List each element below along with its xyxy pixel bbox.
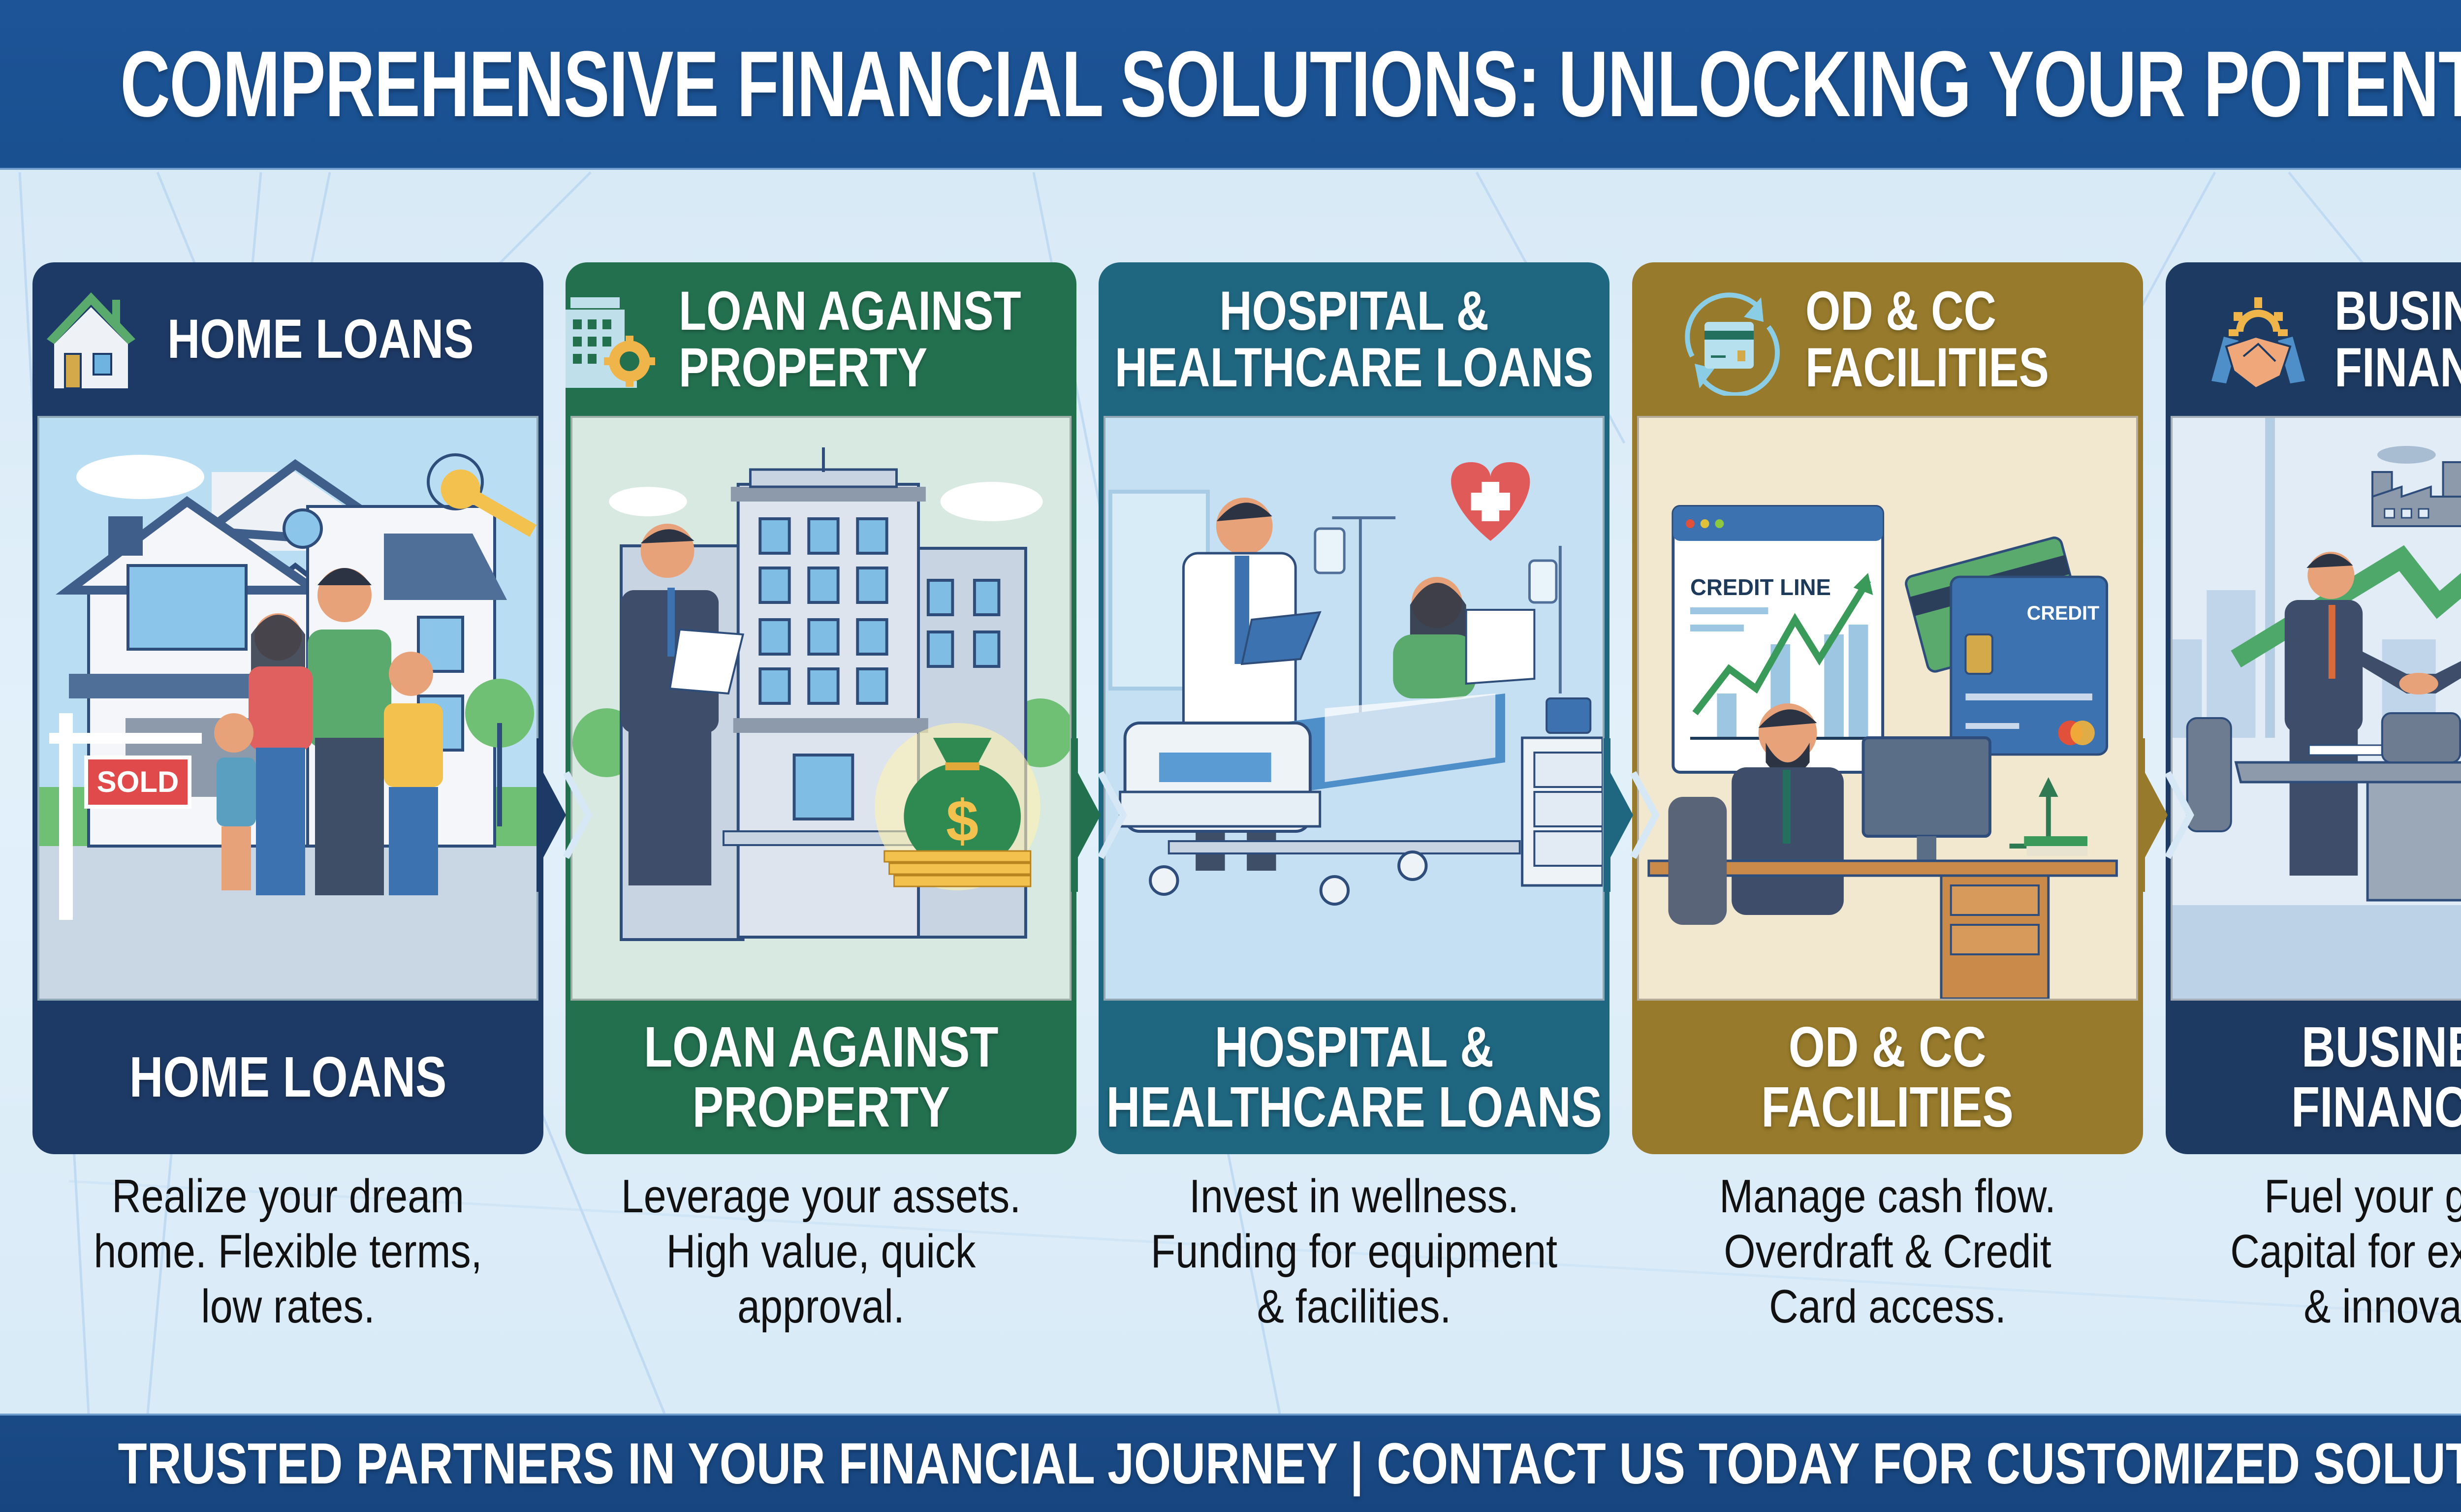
footer-tagline: TRUSTED PARTNERS IN YOUR FINANCIAL JOURN… [118,1431,2461,1496]
svg-text:CREDIT: CREDIT [2027,602,2099,624]
home-loans-description: Realize your dream home. Flexible terms,… [94,1170,482,1333]
card-header: HOME LOANS [32,262,543,416]
bottom-banner: TRUSTED PARTNERS IN YOUR FINANCIAL JOURN… [0,1414,2461,1512]
top-banner: COMPREHENSIVE FINANCIAL SOLUTIONS: UNLOC… [0,0,2461,170]
card-header: BUSINESS FINANCING [2166,262,2461,416]
od-cc-illustration: CREDIT LINE CREDIT [1637,416,2138,1001]
card-header-title: HOME LOANS [167,308,474,370]
page-title: COMPREHENSIVE FINANCIAL SOLUTIONS: UNLOC… [120,32,2461,136]
hospital-healthcare-illustration [1104,416,1605,1001]
card-header-title: BUSINESS FINANCING [2334,280,2461,398]
patient-figure [1393,577,1536,698]
factory-icon [2371,446,2461,527]
card-home-loans[interactable]: HOME LOANS [32,262,543,1154]
card-loan-against-property[interactable]: LOAN AGAINST PROPERTY [566,262,1076,1154]
business-financing-description: Fuel your growth. Capital for expansion … [2230,1170,2461,1333]
money-bag-icon: $ [874,723,1041,890]
od-cc-description: Manage cash flow. Overdraft & Credit Car… [1719,1170,2056,1333]
svg-text:SOLD: SOLD [97,765,179,798]
card-footer: BUSINESSFINANCING [2291,1015,2461,1139]
building-gear-icon [566,297,655,388]
card-header: LOAN AGAINST PROPERTY [566,262,1076,416]
home-loans-illustration: SOLD [37,416,538,1001]
man-at-desk [1647,703,2118,999]
heart-cross-icon [1451,462,1530,541]
card-header: HOSPITAL & HEALTHCARE LOANS [1099,262,1609,416]
chevron-right-icon [536,738,593,892]
card-header-title: LOAN AGAINST PROPERTY [678,280,1021,398]
loan-against-property-description: Leverage your assets. High value, quick … [621,1170,1021,1333]
svg-text:$: $ [946,788,978,854]
card-header-title: OD & CC FACILITIES [1805,280,2050,398]
hospital-healthcare-description: Invest in wellness. Funding for equipmen… [1150,1170,1558,1333]
chevron-right-icon [1604,738,1660,892]
chevron-right-icon [2138,738,2194,892]
business-financing-illustration [2171,416,2461,1001]
card-footer: HOSPITAL &HEALTHCARE LOANS [1106,1015,1602,1139]
businessman-figure [621,524,745,885]
loan-against-property-illustration: $ [570,416,1072,1001]
card-footer: HOME LOANS [129,1045,447,1109]
house-icon [47,292,136,389]
card-od-cc-facilities[interactable]: OD & CC FACILITIES CREDIT LINE [1632,262,2143,1154]
card-header-title: HOSPITAL & HEALTHCARE LOANS [1114,280,1594,398]
card-header: OD & CC FACILITIES [1632,262,2143,416]
family-figures [214,568,443,895]
chevron-right-icon [1071,738,1127,892]
handshake-gear-icon [2211,297,2305,390]
card-hospital-healthcare-loans[interactable]: HOSPITAL & HEALTHCARE LOANS [1099,262,1609,1154]
credit-cards: CREDIT [1905,536,2109,756]
credit-card-cycle-icon [1685,292,1780,396]
businessmen-handshake [2284,552,2461,876]
card-business-financing[interactable]: BUSINESS FINANCING [2166,262,2461,1154]
svg-text:CREDIT LINE: CREDIT LINE [1690,575,1831,600]
